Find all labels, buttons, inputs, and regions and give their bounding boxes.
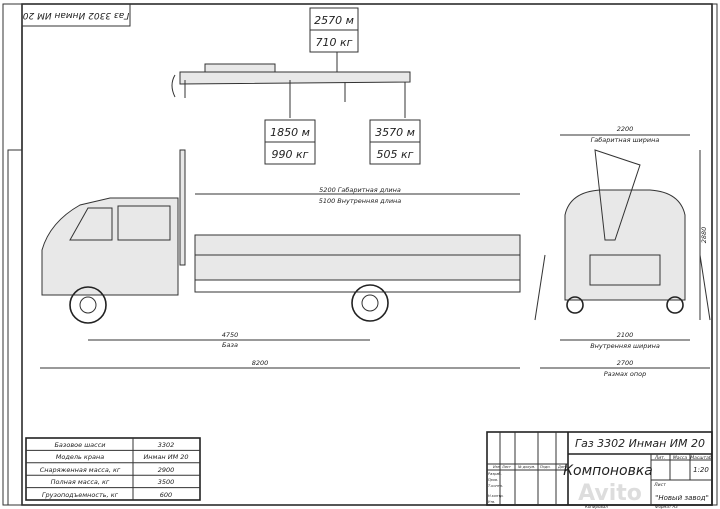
stamp-text: Газ 3302 Инман ИМ 20: [23, 10, 130, 20]
outrigger-label: Размах опор: [604, 370, 647, 378]
scale-value: 1:20: [693, 466, 709, 474]
col-label: Изм: [493, 465, 500, 469]
crane-left-load: 990 кг: [272, 148, 309, 161]
mass-label: Масса: [673, 455, 688, 461]
wheelbase-value: 4750: [222, 331, 239, 339]
stamp-box: [21, 3, 131, 27]
spec-label: Снаряженная масса, кг: [40, 466, 121, 474]
spec-label: Базовое шасси: [54, 441, 105, 449]
scale-label: Масштаб: [690, 455, 712, 461]
role-label: Утв.: [488, 500, 495, 504]
truck-side-view: 5200 Габаритная длина 5100 Внутренняя дл…: [40, 149, 521, 369]
lit-label: Лит.: [654, 455, 665, 461]
spec-value: Инман ИМ 20: [143, 453, 188, 461]
role-label: Н.контр.: [488, 494, 504, 498]
spec-value: 3500: [158, 478, 175, 486]
role-label: Разраб.: [488, 472, 502, 476]
title-block-title: Газ 3302 Инман ИМ 20: [575, 437, 705, 450]
spec-label: Модель крана: [56, 453, 104, 461]
overall-width-label: Габаритная ширина: [591, 136, 660, 144]
crane-left-reach: 1850 м: [270, 126, 310, 139]
title-block-name: Компоновка: [563, 463, 653, 479]
overall-length: 5200 Габаритная длина: [319, 186, 401, 194]
inner-length: 5100 Внутренняя длина: [319, 197, 402, 205]
crane-diagram: 2570 м 710 кг 1850 м 990 кг 3570 м 505 к…: [171, 7, 421, 165]
col-label: Подп.: [540, 465, 551, 469]
total-length: 8200: [252, 359, 269, 367]
side-strip: [7, 149, 23, 506]
overall-width-value: 2200: [617, 125, 634, 133]
col-label: Дата: [557, 465, 567, 469]
outrigger-value: 2700: [617, 359, 634, 367]
col-label: Лист: [501, 465, 512, 469]
copied-label: Копировал: [585, 504, 608, 509]
crane-right-load: 505 кг: [377, 148, 414, 161]
spec-label: Полная масса, кг: [51, 478, 110, 486]
company: "Новый завод": [655, 494, 709, 502]
watermark: Avito: [578, 481, 642, 506]
spec-table: Базовое шасси 3302 Модель крана Инман ИМ…: [25, 437, 201, 501]
inner-width-value: 2100: [617, 331, 634, 339]
sheet-label: Лист: [653, 482, 666, 488]
col-label: № докум.: [517, 465, 535, 469]
spec-value: 600: [160, 491, 172, 499]
role-label: Т.контр.: [488, 484, 503, 488]
crane-top-reach: 2570 м: [314, 14, 354, 27]
wheelbase-label: База: [222, 341, 238, 349]
spec-label: Грузоподъемность, кг: [42, 491, 119, 499]
height-value: 2880: [700, 227, 708, 244]
truck-front-view: 2200 Габаритная ширина 2880 2100 Внутрен…: [534, 125, 711, 378]
crane-top-load: 710 кг: [316, 36, 353, 49]
crane-right-reach: 3570 м: [375, 126, 415, 139]
title-block: Газ 3302 Инман ИМ 20 Компоновка Лит. Мас…: [486, 431, 713, 506]
role-label: Пров.: [488, 478, 498, 482]
spec-value: 3302: [158, 441, 175, 449]
outer-border: [2, 3, 718, 506]
spec-value: 2900: [158, 466, 175, 474]
format-label: Формат А3: [655, 504, 678, 509]
inner-width-label: Внутренняя ширина: [590, 342, 660, 350]
